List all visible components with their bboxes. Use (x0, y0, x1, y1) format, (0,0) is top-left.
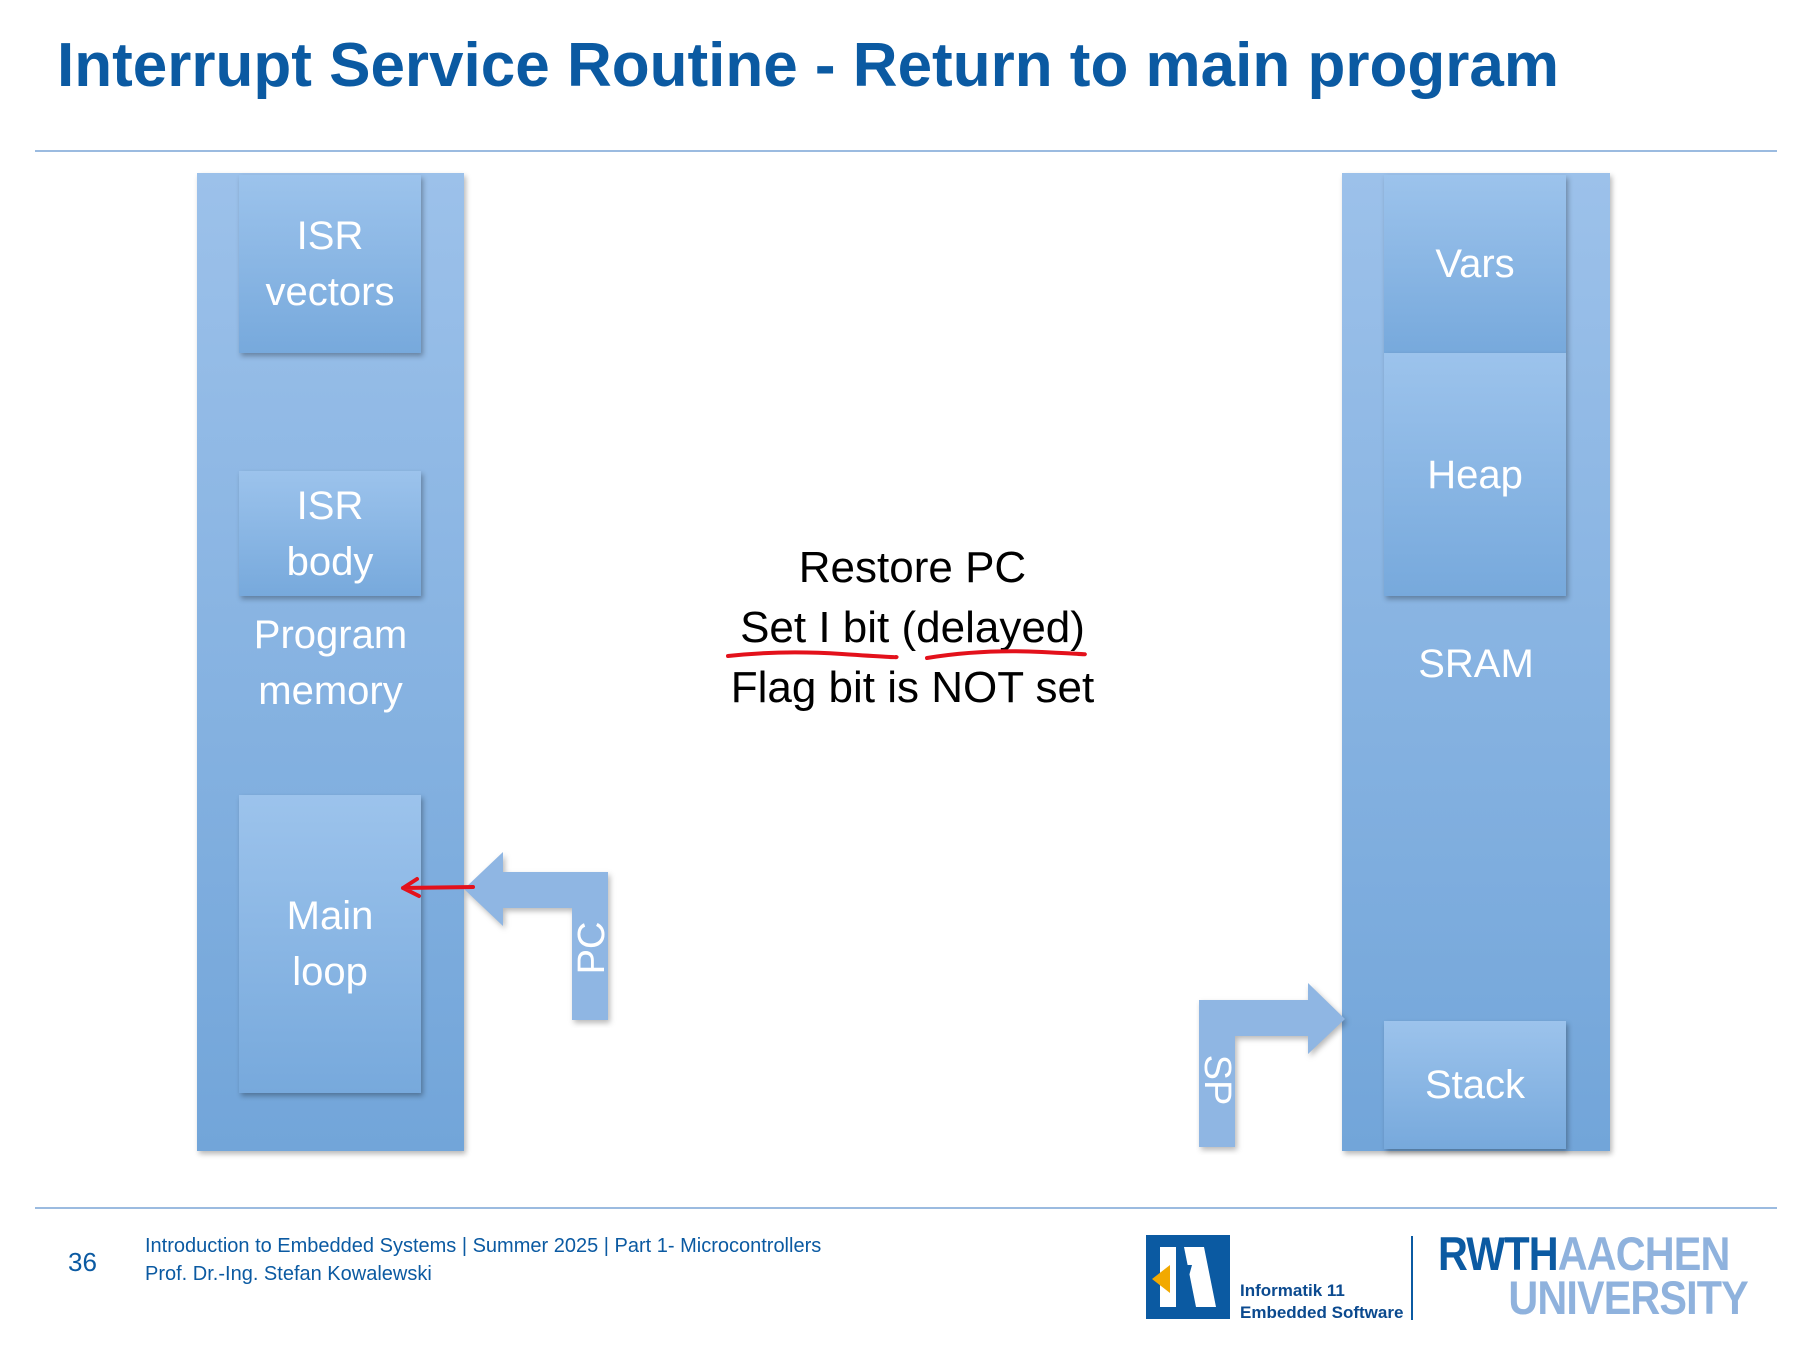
main-loop-line1: Main (286, 894, 374, 938)
footer-author: Prof. Dr.-Ing. Stefan Kowalewski (145, 1263, 432, 1285)
informatik11-line1: Informatik 11 (1240, 1281, 1345, 1300)
red-underline-marks (726, 649, 1087, 660)
university-wordmark: UNIVERSITY (1508, 1271, 1748, 1324)
isr-body-line2: body (286, 539, 374, 584)
sp-pointer-label: SP (1196, 1054, 1238, 1106)
red-pc-target-arrow (401, 877, 475, 898)
rwth-wordmark: RWTH (1438, 1227, 1559, 1280)
aachen-wordmark: AACHEN (1557, 1227, 1731, 1280)
footer-course: Introduction to Embedded Systems | Summe… (145, 1235, 822, 1257)
main-loop-line2: loop (292, 950, 368, 994)
isr-body-line1: ISR (296, 483, 364, 528)
main-loop-block: Main loop (239, 795, 421, 1093)
vars-block: Vars (1384, 175, 1566, 353)
stack-label: Stack (1424, 1063, 1526, 1107)
informatik11-line2: Embedded Software (1240, 1303, 1404, 1322)
heap-label: Heap (1427, 452, 1523, 497)
bottom-divider (35, 1207, 1777, 1209)
program-memory-label-line2: memory (258, 669, 403, 713)
isr-vectors-line1: ISR (296, 214, 364, 258)
pc-pointer-label: PC (571, 921, 613, 975)
isr-vectors-line2: vectors (265, 270, 395, 314)
pc-pointer-arrow (464, 852, 608, 1020)
informatik11-logo-icon (1146, 1235, 1230, 1319)
set-i-bit-text: Set I bit (delayed) (740, 603, 1085, 652)
isr-vectors-block: ISR vectors (239, 175, 421, 353)
vars-label: Vars (1435, 242, 1515, 286)
informatik11-logo-text: Informatik 11 Embedded Software (1240, 1280, 1403, 1324)
top-divider (35, 150, 1777, 152)
program-memory-label-line1: Program (253, 613, 408, 657)
rwth-aachen-logo: RWTHAACHEN UNIVERSITY (1438, 1230, 1749, 1324)
sp-pointer-arrow (1199, 983, 1345, 1147)
slide-number: 36 (68, 1247, 97, 1277)
stack-block: Stack (1384, 1021, 1566, 1149)
slide-title: Interrupt Service Routine - Return to ma… (57, 31, 1559, 100)
flag-bit-text: Flag bit is NOT set (730, 663, 1095, 712)
logo-divider (1411, 1236, 1413, 1320)
isr-body-block: ISR body (239, 471, 421, 596)
heap-block: Heap (1384, 353, 1566, 596)
restore-pc-text: Restore PC (798, 543, 1027, 592)
program-memory-label: Program memory (197, 607, 464, 719)
sram-label: SRAM (1418, 642, 1534, 686)
